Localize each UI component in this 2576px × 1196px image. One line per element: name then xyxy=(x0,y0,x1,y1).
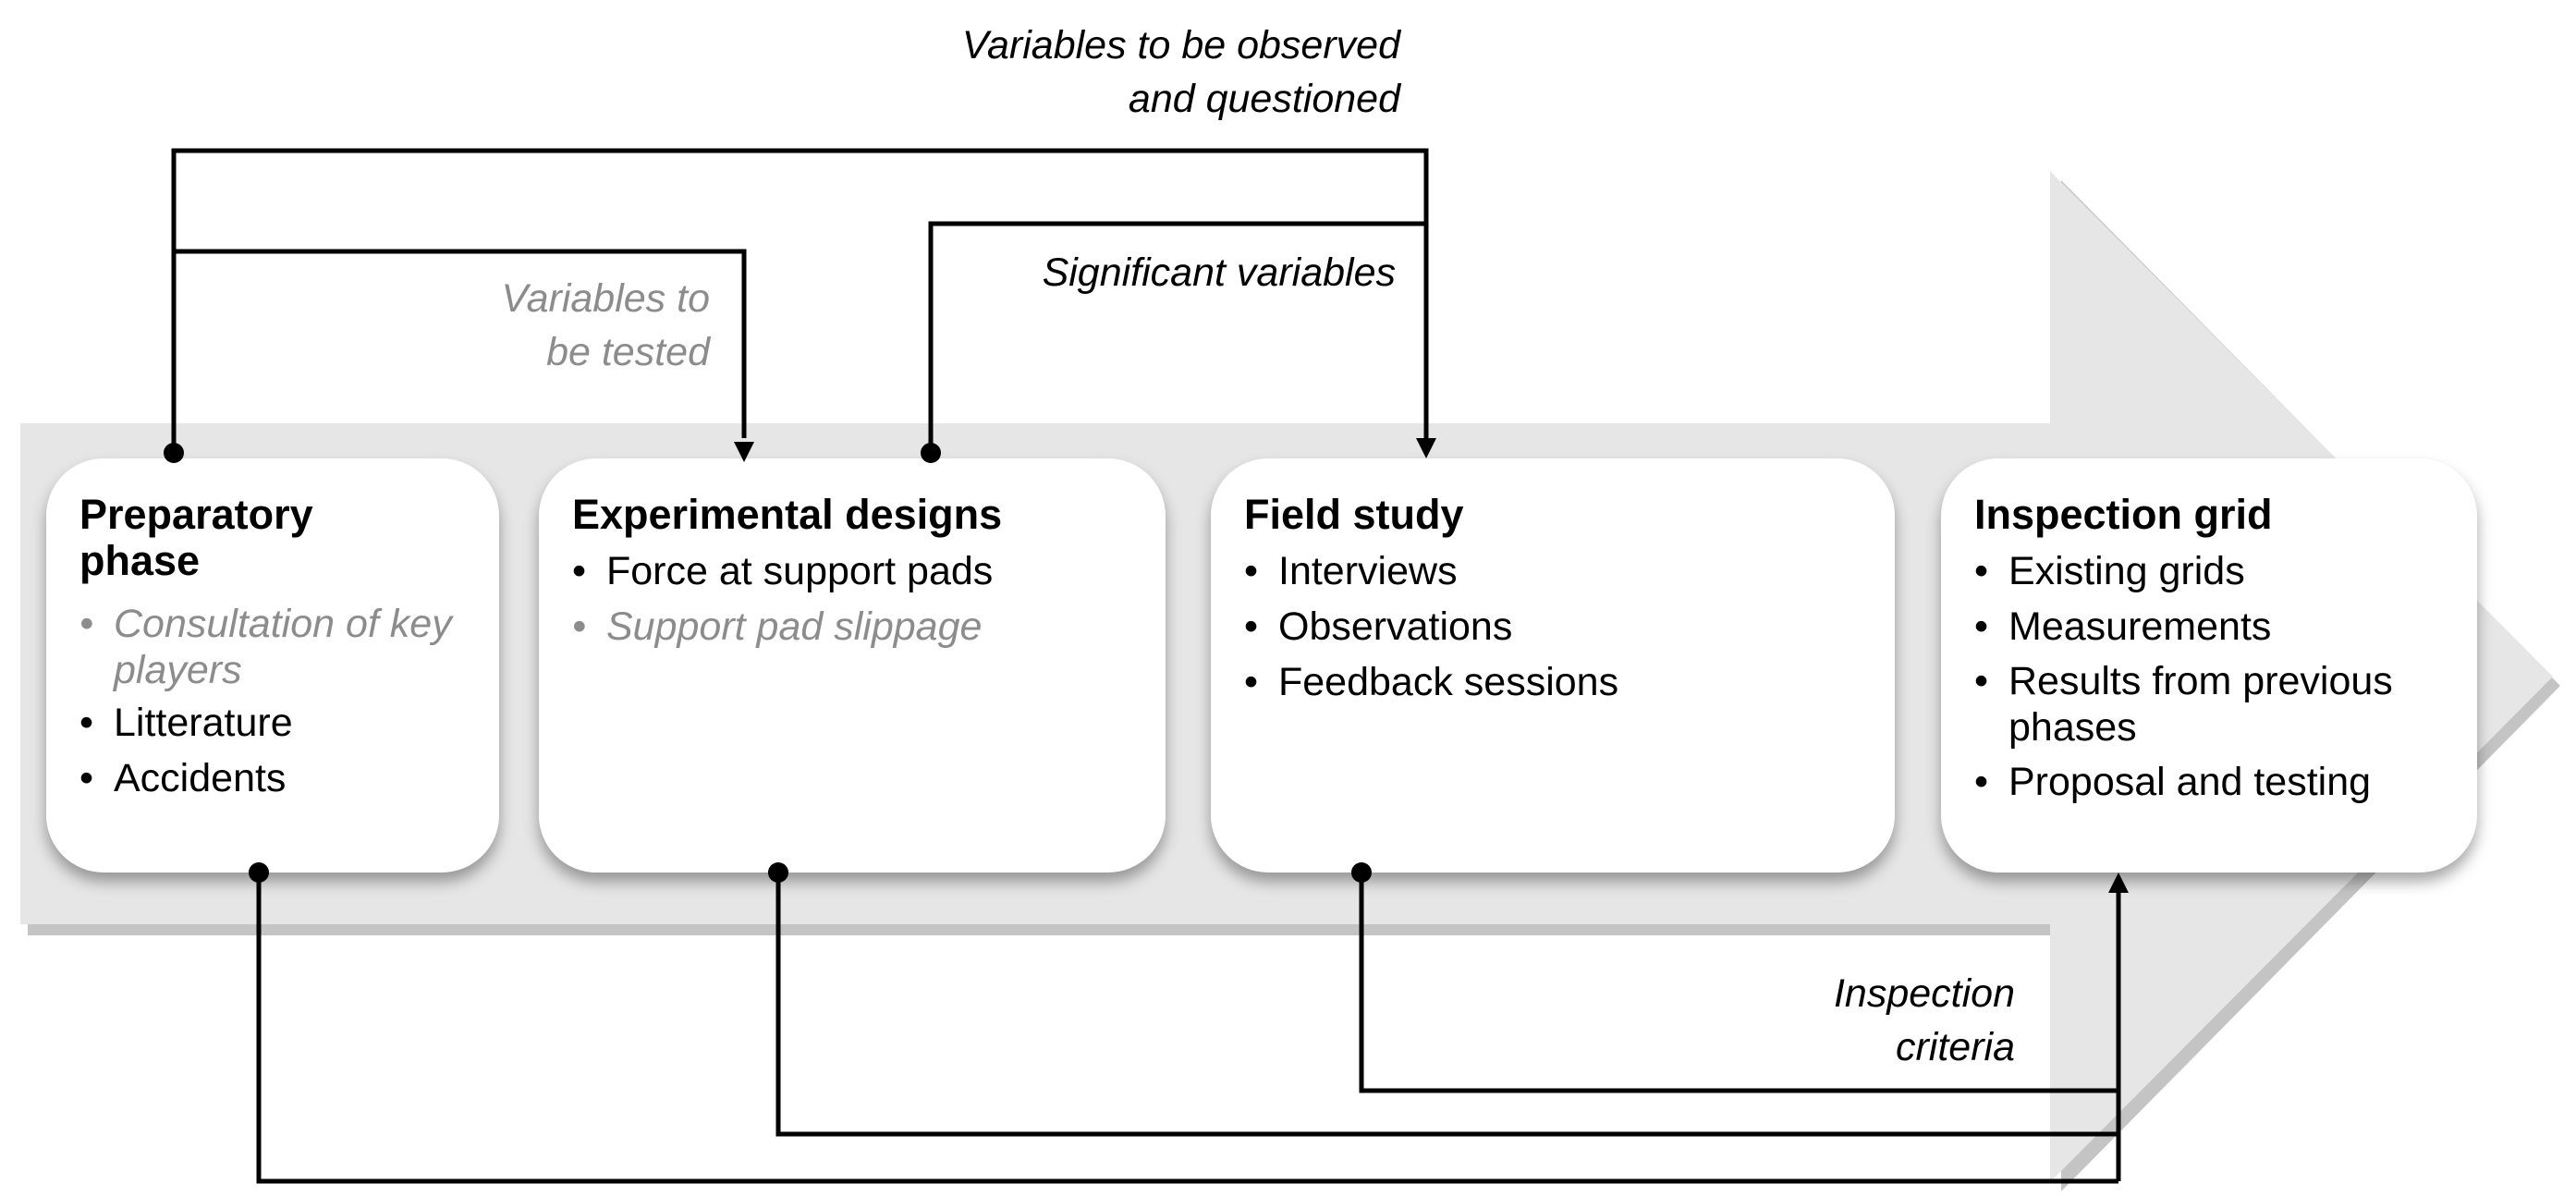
inspection-grid-title: Inspection grid xyxy=(1974,491,2273,538)
experimental-designs-title: Experimental designs xyxy=(572,491,1003,538)
list-item-text: Support pad slippage xyxy=(606,604,983,649)
inspection-grid-box: Inspection grid Existing grids Measureme… xyxy=(1941,458,2477,873)
list-item: Proposal and testing xyxy=(1974,758,2464,806)
inspection-grid-list: Existing grids Measurements Results from… xyxy=(1974,547,2464,806)
label-criteria-line-2: criteria xyxy=(1895,1025,2015,1069)
list-item: Support pad slippage xyxy=(572,603,1145,651)
preparatory-phase-box: Preparatory phase Consultation of key pl… xyxy=(46,458,499,873)
list-item-text: Observations xyxy=(1278,604,1513,649)
label-observed-line-2: and questioned xyxy=(1128,77,1400,121)
label-criteria-line-1: Inspection xyxy=(1833,971,2015,1016)
label-significant: Significant variables xyxy=(1042,250,1396,295)
label-tested: Variables to be tested xyxy=(370,272,710,379)
list-item-text: Results from previous phases xyxy=(2008,659,2393,750)
list-item-text: Interviews xyxy=(1278,549,1458,593)
list-item: Consultation of key players xyxy=(79,601,483,693)
label-tested-line-2: be tested xyxy=(546,330,710,374)
title-line-2: phase xyxy=(79,537,201,584)
list-item: Observations xyxy=(1244,603,1873,651)
list-item-text: Feedback sessions xyxy=(1278,660,1619,704)
list-item: Litterature xyxy=(79,699,486,747)
list-item-text: Accidents xyxy=(114,756,287,800)
label-observed-line-1: Variables to be observed xyxy=(961,23,1400,67)
list-item-text: Consultation of key players xyxy=(114,602,452,692)
list-item: Force at support pads xyxy=(572,547,1145,595)
list-item-text: Force at support pads xyxy=(606,549,994,593)
experimental-designs-box: Experimental designs Force at support pa… xyxy=(539,458,1166,873)
list-item: Results from previous phases xyxy=(1974,658,2397,751)
list-item: Existing grids xyxy=(1974,547,2464,595)
list-item-text: Litterature xyxy=(114,701,293,745)
label-inspection-criteria: Inspection criteria xyxy=(1719,967,2015,1074)
preparatory-phase-title: Preparatory phase xyxy=(79,492,313,584)
field-study-list: Interviews Observations Feedback session… xyxy=(1244,547,1873,706)
label-tested-line-1: Variables to xyxy=(501,276,710,321)
list-item: Interviews xyxy=(1244,547,1873,595)
preparatory-phase-list: Consultation of key players Litterature … xyxy=(79,601,486,802)
list-item-text: Proposal and testing xyxy=(2008,760,2372,804)
list-item: Accidents xyxy=(79,754,486,802)
field-study-box: Field study Interviews Observations Feed… xyxy=(1211,458,1895,873)
list-item-text: Measurements xyxy=(2008,604,2272,649)
label-observed: Variables to be observed and questioned xyxy=(795,18,1400,126)
title-line-1: Preparatory xyxy=(79,491,313,538)
list-item: Feedback sessions xyxy=(1244,658,1873,706)
experimental-designs-list: Force at support pads Support pad slippa… xyxy=(572,547,1145,651)
field-study-title: Field study xyxy=(1244,491,1464,538)
list-item: Measurements xyxy=(1974,603,2464,651)
list-item-text: Existing grids xyxy=(2008,549,2245,593)
